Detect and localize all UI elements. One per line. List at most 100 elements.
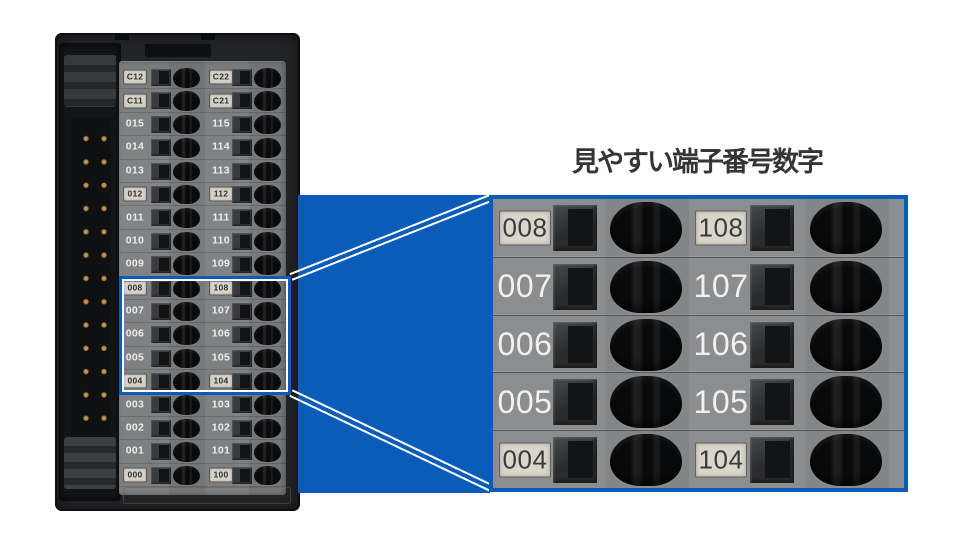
terminal-row: 002 102	[119, 417, 286, 441]
screw-head-icon	[173, 372, 200, 392]
terminal-number-right: 106	[211, 327, 231, 340]
terminal-number-right: 109	[211, 257, 231, 270]
terminal-number-right: 113	[212, 164, 230, 177]
wire-slot-icon	[232, 232, 252, 250]
terminal-number-left: C12	[124, 70, 146, 84]
wire-slot-icon	[151, 162, 171, 180]
screw-head-icon	[254, 138, 281, 158]
wire-slot-icon	[151, 92, 171, 110]
terminal-number-left: 015	[125, 117, 145, 130]
terminal-number-left: 012	[124, 187, 146, 201]
wire-slot-icon	[232, 326, 252, 344]
module-bottom-trim	[123, 487, 291, 504]
screw-head-icon	[254, 278, 281, 299]
wire-slot-icon	[232, 419, 252, 437]
wire-slot-icon	[151, 302, 171, 320]
connector-pins-icon	[73, 122, 109, 488]
terminal-number-left: 004	[500, 443, 550, 477]
screw-head-icon	[810, 318, 882, 371]
wire-slot-icon	[151, 185, 171, 203]
screw-head-icon	[254, 372, 281, 392]
terminal-number-right: 103	[211, 398, 231, 411]
screw-head-icon	[254, 418, 281, 439]
screw-head-icon	[173, 138, 200, 158]
screw-head-icon	[610, 434, 682, 487]
screw-head-icon	[810, 376, 882, 429]
screw-head-icon	[173, 114, 200, 135]
terminal-number-left: 010	[125, 234, 145, 247]
wire-slot-icon	[151, 466, 171, 484]
terminal-row: 015 115	[119, 113, 286, 137]
wire-slot-icon	[151, 256, 171, 274]
terminal-row: 001 101	[119, 440, 286, 464]
wire-slot-icon	[151, 443, 171, 461]
terminal-number-left: 009	[125, 257, 145, 270]
terminal-number-right: C21	[210, 94, 232, 108]
wire-slot-icon	[553, 379, 597, 426]
wire-slot-icon	[232, 443, 252, 461]
screw-head-icon	[173, 348, 200, 369]
connector-latch-icon	[64, 437, 116, 489]
screw-head-icon	[173, 418, 200, 439]
screw-head-icon	[254, 255, 281, 275]
screw-head-icon	[254, 325, 281, 345]
terminal-row: 008 108	[119, 277, 286, 300]
wire-slot-icon	[151, 115, 171, 133]
screw-head-icon	[254, 208, 281, 228]
wire-slot-icon	[232, 115, 252, 133]
terminal-row: 013 113	[119, 160, 286, 183]
terminal-number-left: 007	[497, 268, 553, 305]
terminal-number-right: 110	[212, 234, 230, 247]
wire-slot-icon	[750, 437, 794, 484]
screw-head-icon	[810, 260, 882, 313]
screw-head-icon	[254, 442, 281, 462]
wire-slot-icon	[151, 69, 171, 86]
terminal-number-right: 115	[212, 117, 230, 130]
detail-terminal-row: 005 105	[493, 372, 904, 430]
terminal-number-left: 006	[497, 325, 553, 362]
wire-slot-icon	[232, 302, 252, 320]
terminal-row: 009 109	[119, 253, 286, 277]
wire-slot-icon	[151, 139, 171, 157]
wire-slot-icon	[232, 373, 252, 391]
wire-slot-icon	[232, 279, 252, 297]
idc-connector	[59, 43, 121, 501]
terminal-row: 011 111	[119, 206, 286, 230]
terminal-number-right: 100	[210, 468, 232, 482]
screw-head-icon	[610, 202, 682, 254]
screw-head-icon	[810, 202, 882, 254]
terminal-number-right: 104	[696, 443, 746, 477]
terminal-number-right: 107	[211, 304, 231, 317]
screw-head-icon	[173, 325, 200, 345]
terminal-number-right: 108	[696, 211, 746, 245]
terminal-strip: C12 C22 C11 C21 015 115 014 114 013 113	[119, 61, 286, 495]
terminal-number-left: 006	[125, 327, 145, 340]
terminal-number-right: 107	[693, 268, 749, 305]
terminal-row: C11 C21	[119, 89, 286, 113]
wire-slot-icon	[151, 373, 171, 391]
wire-slot-icon	[750, 205, 794, 251]
terminal-number-left: 011	[126, 211, 144, 224]
terminal-row: 005 105	[119, 347, 286, 371]
screw-head-icon	[173, 301, 200, 322]
wire-slot-icon	[232, 139, 252, 157]
screw-head-icon	[173, 231, 200, 252]
terminal-row: C12 C22	[119, 66, 286, 90]
wire-slot-icon	[232, 92, 252, 110]
screw-head-icon	[173, 395, 200, 415]
terminal-number-right: 101	[211, 444, 231, 457]
wire-slot-icon	[750, 321, 794, 368]
wire-slot-icon	[151, 209, 171, 227]
screw-head-icon	[254, 114, 281, 135]
connector-latch-icon	[64, 55, 116, 107]
terminal-number-left: 002	[125, 421, 145, 434]
screw-head-icon	[173, 255, 200, 275]
wire-slot-icon	[232, 349, 252, 367]
wire-slot-icon	[553, 437, 597, 484]
terminal-number-left: 000	[124, 468, 146, 482]
screw-head-icon	[254, 301, 281, 322]
terminal-number-left: 005	[497, 383, 553, 420]
screw-head-icon	[254, 161, 281, 182]
terminal-number-right: 104	[210, 374, 232, 388]
wire-slot-icon	[232, 256, 252, 274]
